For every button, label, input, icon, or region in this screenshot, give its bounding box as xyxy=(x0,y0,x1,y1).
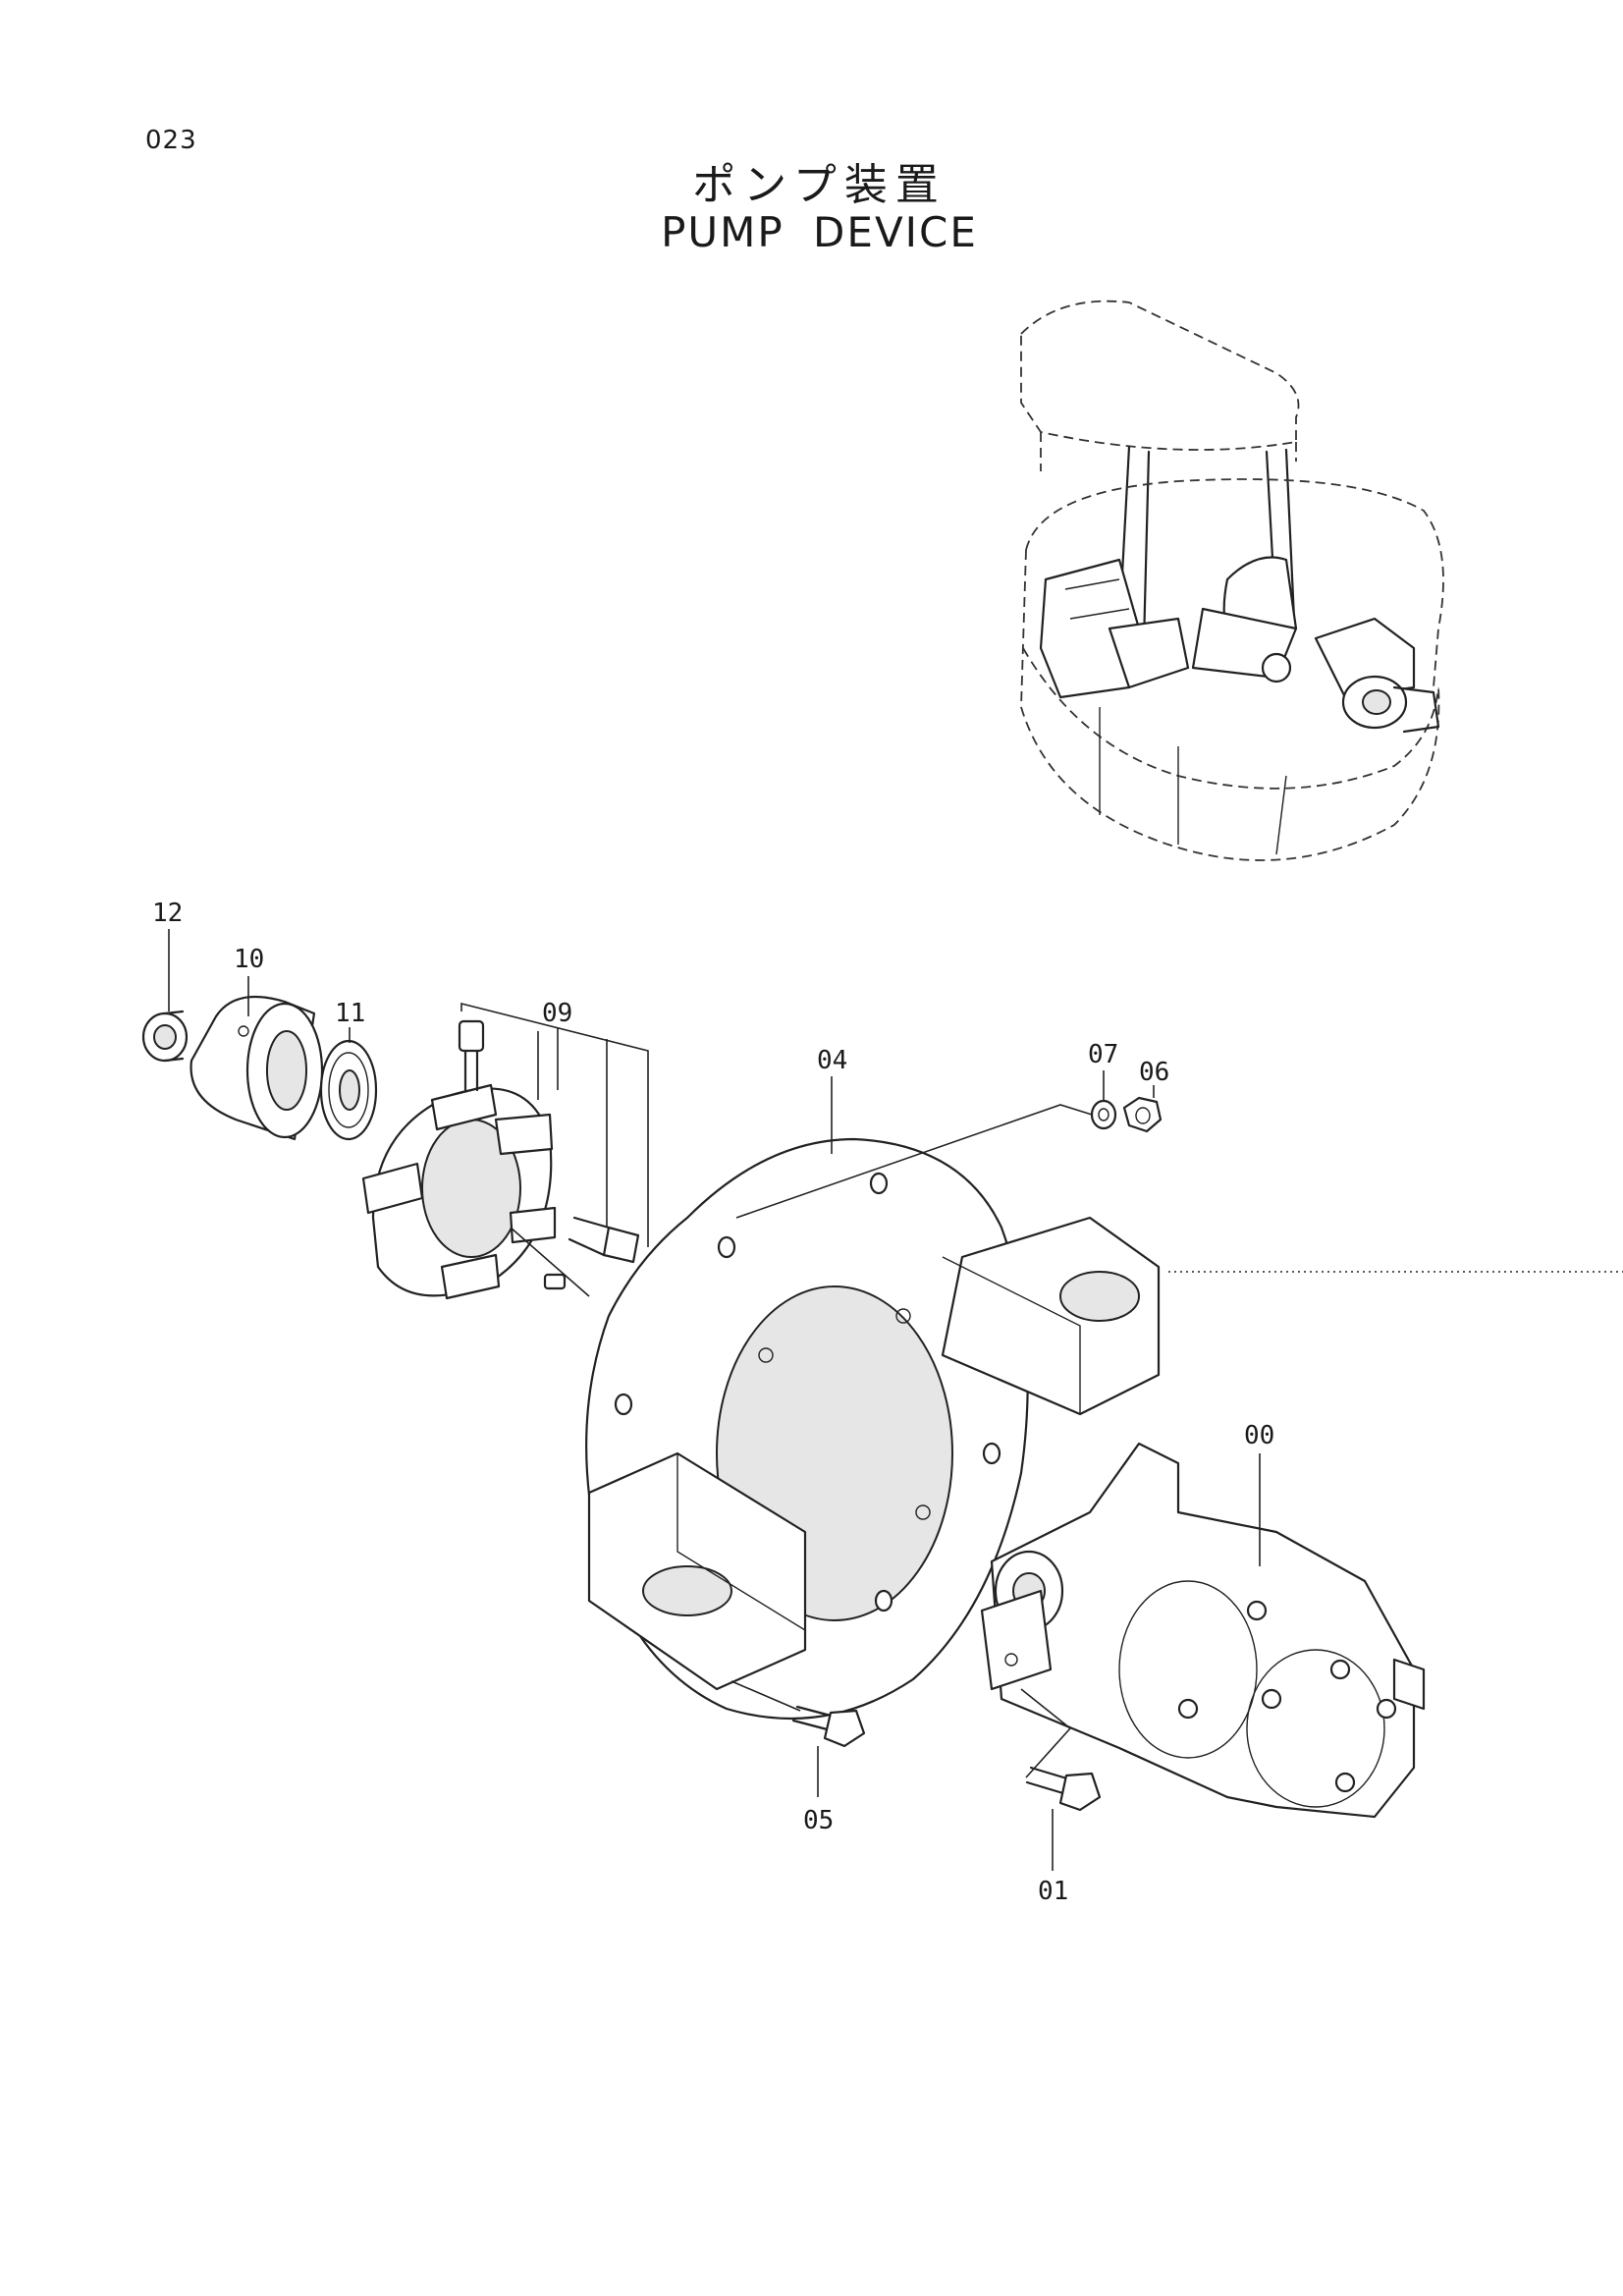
part-09-coupling xyxy=(361,1002,649,1300)
callout-10: 10 xyxy=(234,945,264,974)
part-07-washer xyxy=(1090,1099,1117,1130)
callout-07: 07 xyxy=(1088,1040,1118,1069)
callout-04: 04 xyxy=(817,1046,847,1075)
callout-06: 06 xyxy=(1139,1058,1169,1087)
part-10-housing xyxy=(189,995,324,1141)
part-11-bearing xyxy=(319,1039,378,1141)
part-12-plug xyxy=(141,1010,189,1063)
machine-overview-illustration xyxy=(1020,300,1444,861)
part-05-bolt xyxy=(730,1680,866,1748)
page-number: 023 xyxy=(145,126,197,155)
callout-09: 09 xyxy=(542,999,572,1028)
part-00-pump xyxy=(980,1442,1426,1819)
part-04-mounting-plate xyxy=(585,1137,1623,1721)
callout-05: 05 xyxy=(803,1806,834,1835)
title-english: PUMP DEVICE xyxy=(661,208,978,256)
callout-01: 01 xyxy=(1038,1877,1068,1906)
part-01-bolt xyxy=(1025,1766,1102,1812)
callout-11: 11 xyxy=(335,999,365,1028)
title-japanese: ポンプ装置 xyxy=(692,160,947,210)
callout-12: 12 xyxy=(152,899,183,928)
callout-00: 00 xyxy=(1244,1421,1274,1450)
part-06-nut xyxy=(1122,1096,1163,1133)
